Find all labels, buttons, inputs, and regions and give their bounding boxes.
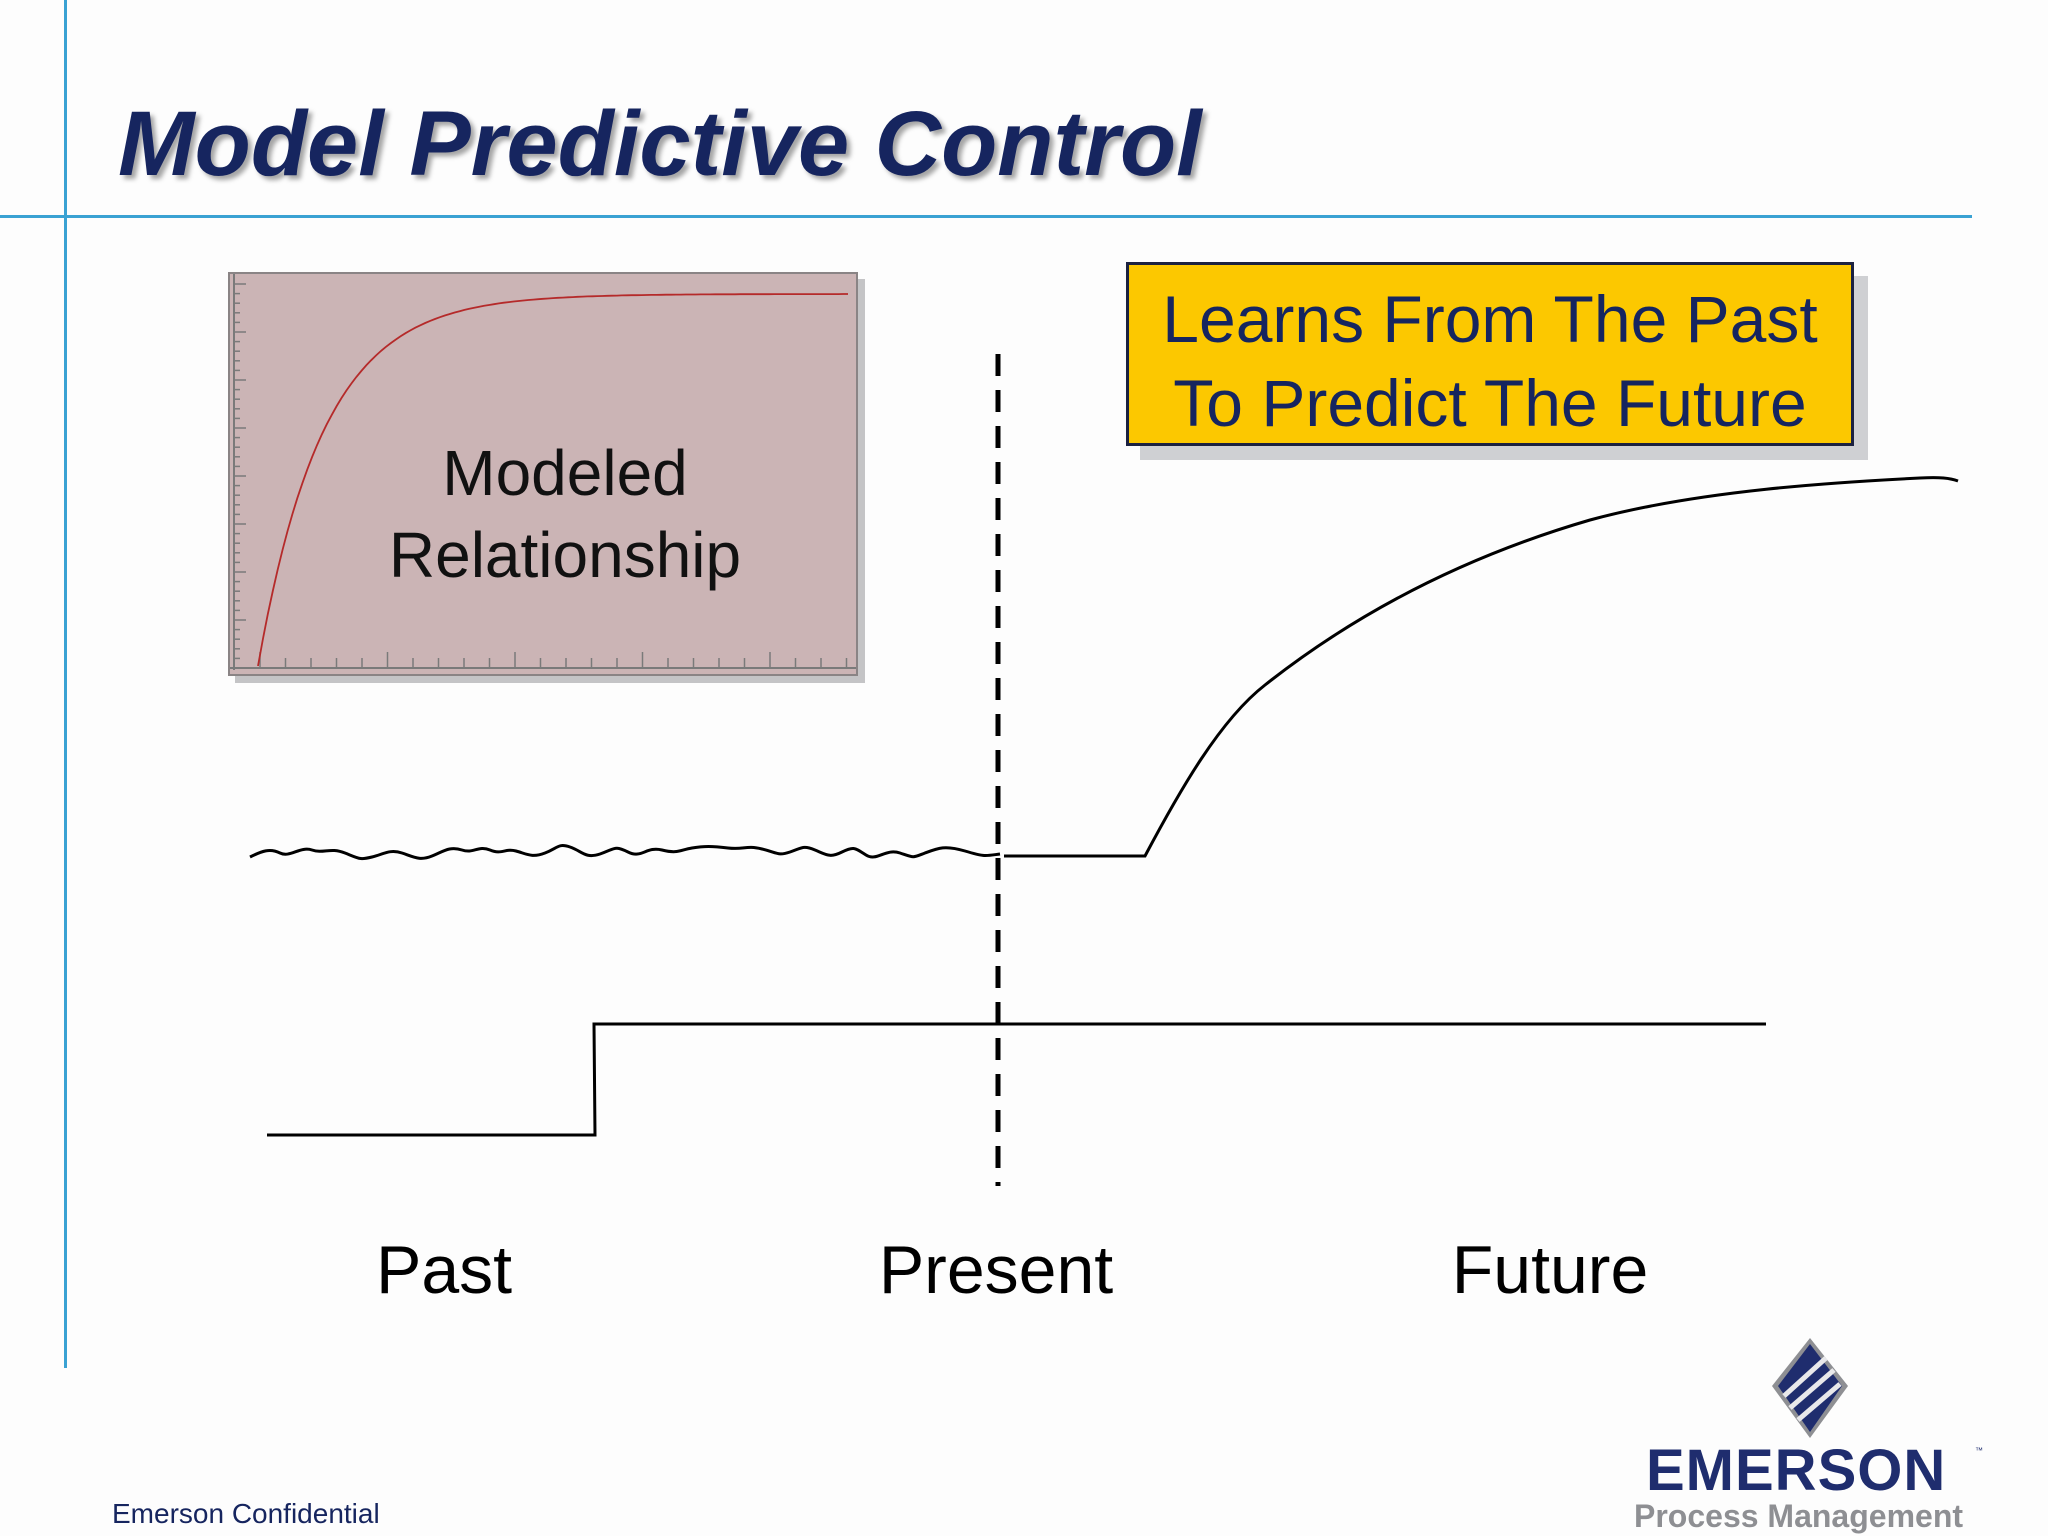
callout-line1: Learns From The Past	[1162, 282, 1818, 356]
modeled-relationship-box: Modeled Relationship	[228, 272, 858, 676]
emerson-trademark: ™	[1975, 1446, 1983, 1455]
model-label-line1: Modeled	[442, 437, 688, 509]
plot-y-ticks	[234, 283, 246, 660]
input-step-signal	[267, 1022, 1766, 1137]
callout-box: Learns From The Past To Predict The Futu…	[1126, 262, 1854, 446]
process-management-wordmark: Process Management	[1634, 1498, 1964, 1534]
label-past: Past	[375, 1232, 513, 1308]
model-label: Modeled Relationship	[350, 432, 780, 596]
model-label-line2: Relationship	[388, 519, 742, 591]
label-present: Present	[878, 1232, 1114, 1308]
title-underline	[0, 215, 1972, 218]
modeled-response-curve	[257, 293, 848, 667]
label-future: Future	[1451, 1232, 1649, 1308]
emerson-logo: EMERSON ™ Process Management	[1630, 1338, 1990, 1532]
slide-title: Model Predictive Control	[118, 93, 1202, 195]
past-measured-signal	[249, 844, 1001, 861]
confidential-footer: Emerson Confidential	[112, 1498, 380, 1529]
emerson-wordmark: EMERSON	[1646, 1438, 1947, 1503]
emerson-logo-mark-icon	[1772, 1338, 1848, 1438]
callout-line2: To Predict The Future	[1173, 366, 1807, 440]
left-accent-line	[64, 0, 67, 1368]
step-response-plot	[230, 274, 856, 670]
future-predicted-response	[1004, 476, 1959, 858]
